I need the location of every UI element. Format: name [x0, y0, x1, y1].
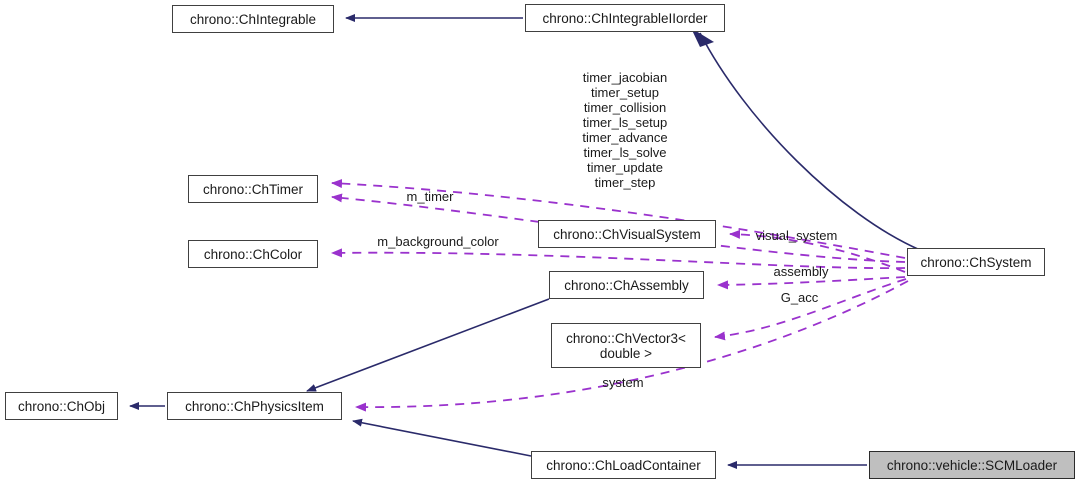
node-label: chrono::ChVisualSystem	[553, 226, 701, 242]
edge-chsystem-to-chvector3	[714, 278, 907, 341]
edge-label-m-timer: m_timer	[406, 189, 454, 204]
node-chsystem[interactable]: chrono::ChSystem	[907, 248, 1045, 276]
node-scmloader[interactable]: chrono::vehicle::SCMLoader	[869, 451, 1075, 479]
node-label: chrono::ChVector3< double >	[566, 330, 686, 361]
edge-label-g-acc: G_acc	[780, 290, 819, 305]
node-label: chrono::ChLoadContainer	[546, 457, 701, 473]
node-chintegrable[interactable]: chrono::ChIntegrable	[172, 5, 334, 33]
node-label: chrono::ChTimer	[202, 181, 304, 197]
node-chvector3[interactable]: chrono::ChVector3< double >	[551, 323, 701, 368]
node-label: chrono::ChSystem	[920, 254, 1032, 270]
edge-label-system: system	[602, 375, 644, 390]
edge-label-visual-system: visual_system	[755, 228, 838, 243]
node-label: chrono::ChPhysicsItem	[185, 398, 324, 414]
node-label: chrono::vehicle::SCMLoader	[886, 457, 1058, 473]
node-label: chrono::ChIntegrableIIorder	[542, 10, 708, 26]
edge-chintegrableiiorder-to-chsystem	[699, 32, 921, 251]
node-chassembly[interactable]: chrono::ChAssembly	[549, 271, 704, 299]
edge-chassembly-to-chphysicsitem	[306, 298, 550, 392]
node-chcolor[interactable]: chrono::ChColor	[188, 240, 318, 268]
node-label: chrono::ChObj	[17, 398, 106, 414]
node-chtimer[interactable]: chrono::ChTimer	[188, 175, 318, 203]
node-chphysicsitem[interactable]: chrono::ChPhysicsItem	[167, 392, 342, 420]
node-chintegrableiiorder[interactable]: chrono::ChIntegrableIIorder	[525, 4, 725, 32]
node-label: chrono::ChIntegrable	[189, 11, 317, 27]
edge-chloadcontainer-to-chphysicsitem	[352, 418, 532, 457]
node-chvisualsystem[interactable]: chrono::ChVisualSystem	[538, 220, 716, 248]
node-label: chrono::ChAssembly	[564, 277, 689, 293]
edge-label-timer-list: timer_jacobian timer_setup timer_collisi…	[582, 70, 668, 190]
node-label: chrono::ChColor	[203, 246, 303, 262]
node-chloadcontainer[interactable]: chrono::ChLoadContainer	[531, 451, 716, 479]
node-chobj[interactable]: chrono::ChObj	[5, 392, 118, 420]
edge-label-m-background-color: m_background_color	[377, 234, 499, 249]
edge-label-assembly: assembly	[773, 264, 829, 279]
